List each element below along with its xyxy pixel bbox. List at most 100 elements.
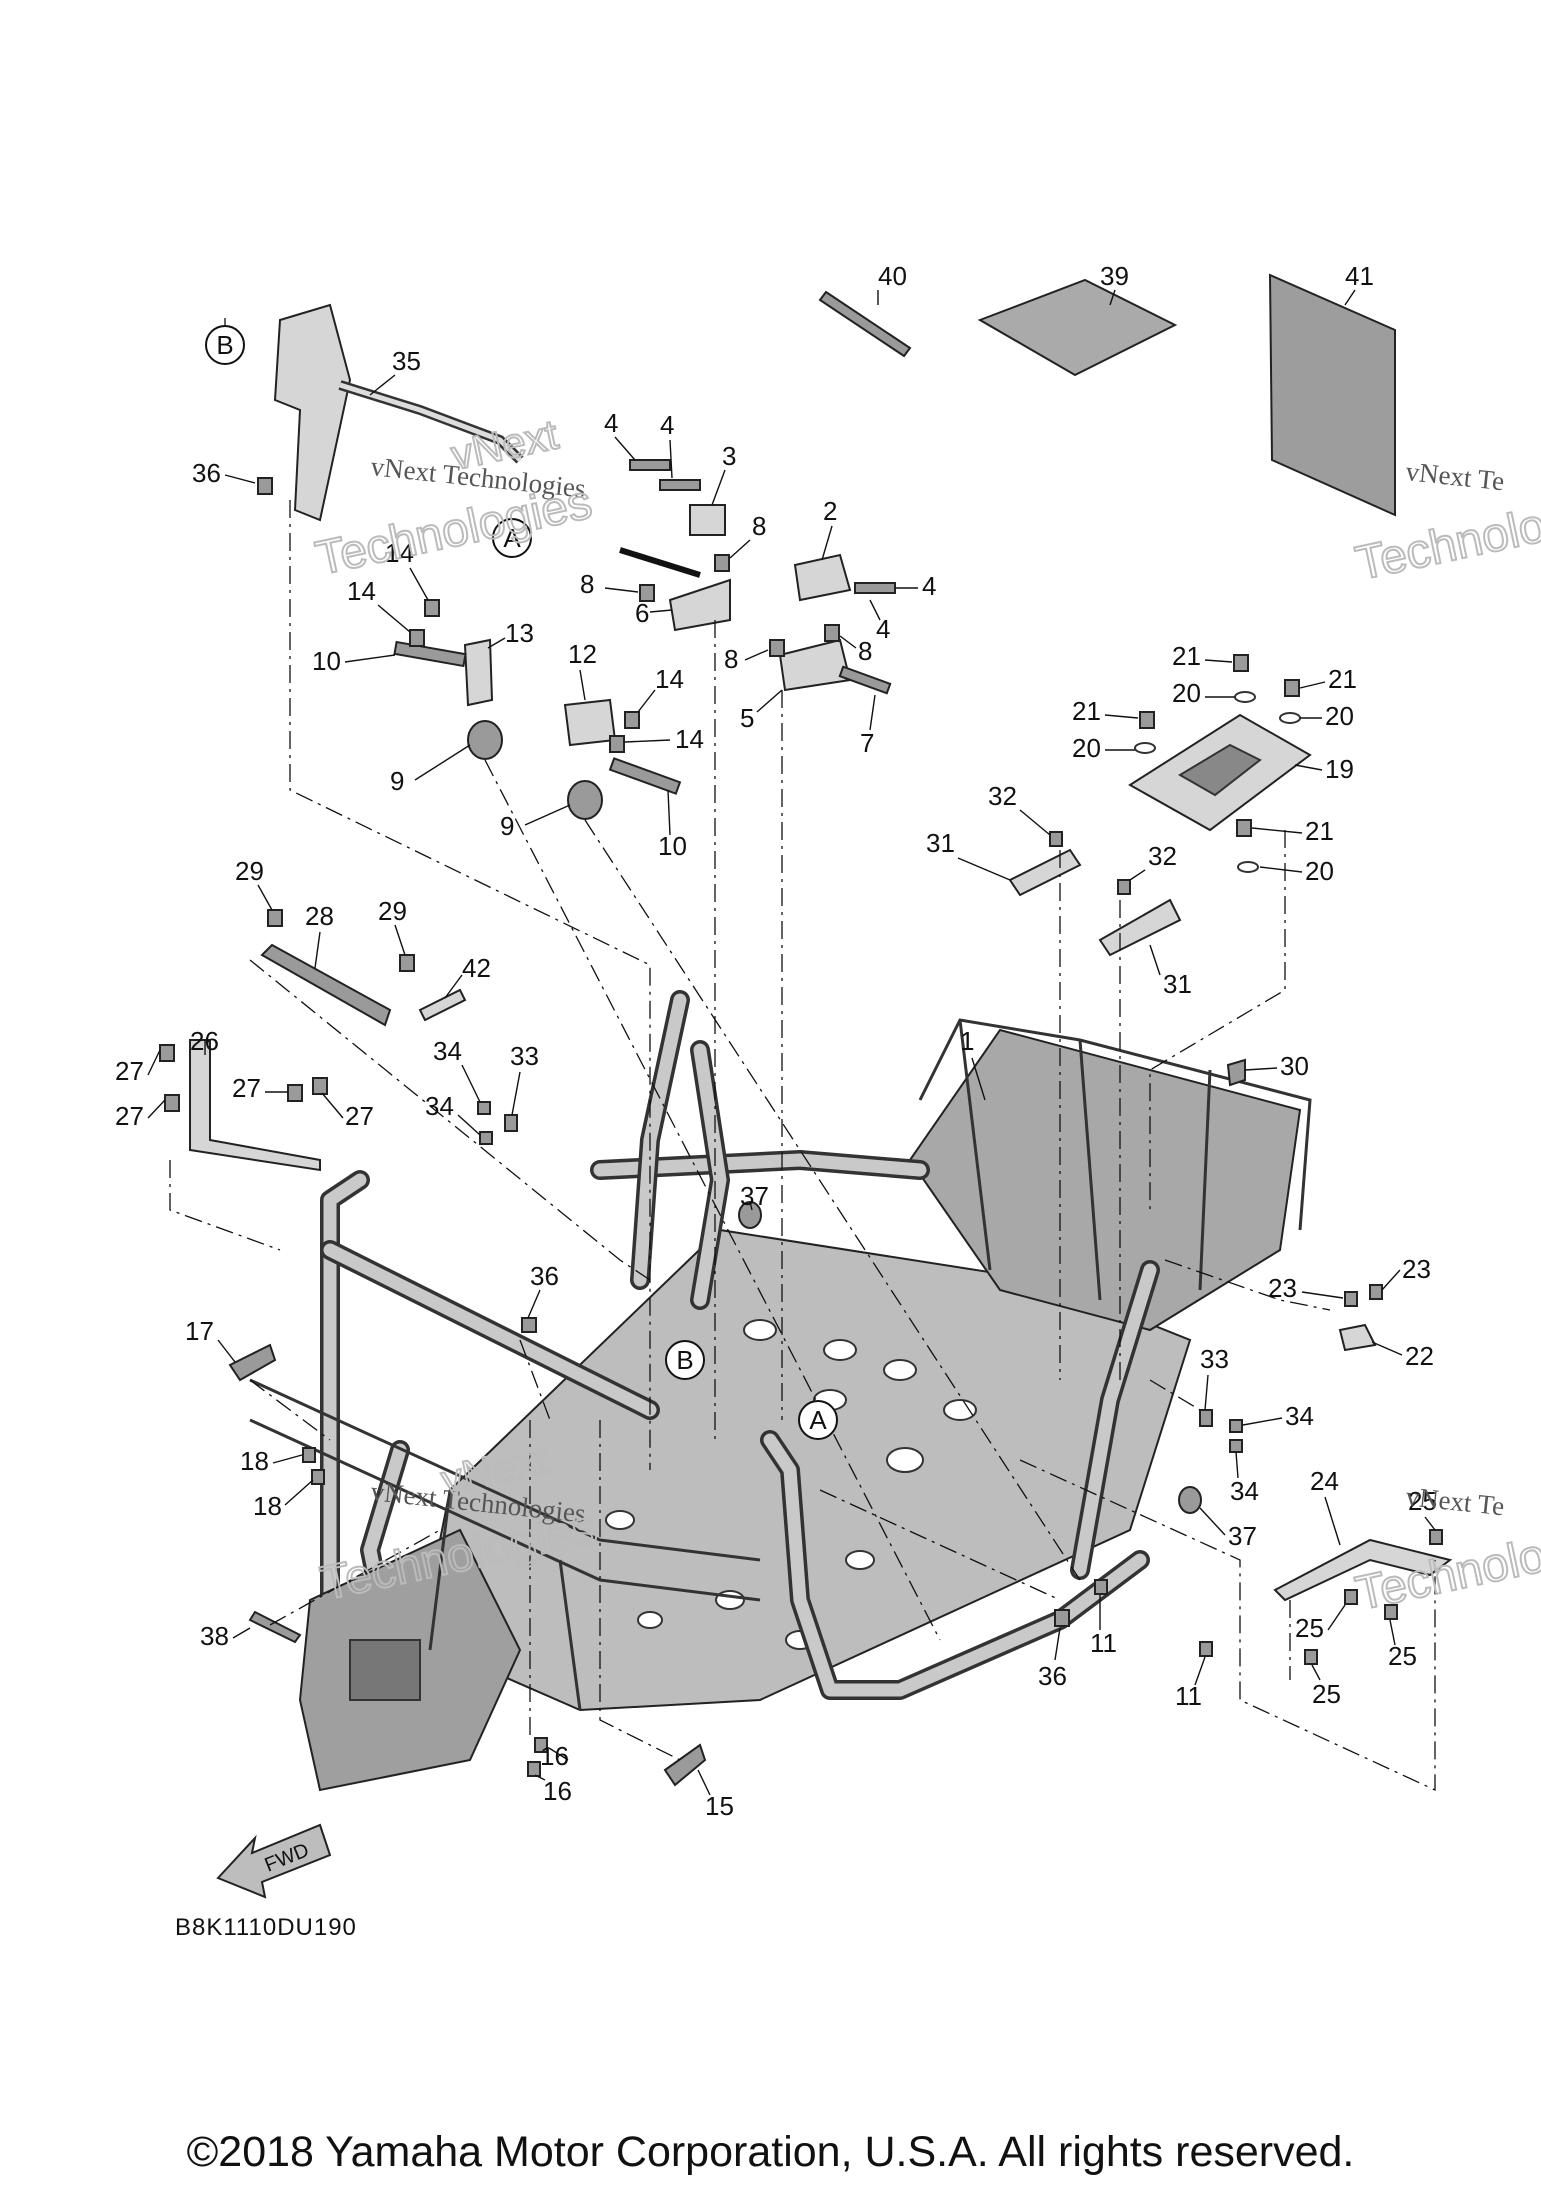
part-6-bracket bbox=[668, 578, 731, 632]
part-14-bolt-d bbox=[609, 735, 625, 753]
part-31-bracket-b bbox=[1098, 898, 1182, 957]
part-26-bracket bbox=[189, 1039, 321, 1172]
part-20-washer-b bbox=[1279, 712, 1301, 724]
callout-34c: 34 bbox=[1285, 1401, 1314, 1431]
callout-21c: 21 bbox=[1072, 696, 1101, 726]
callout-10b: 10 bbox=[658, 831, 687, 861]
part-34-nut-d bbox=[1229, 1439, 1243, 1453]
callout-25d: 25 bbox=[1312, 1679, 1341, 1709]
svg-text:Technologies: Technologies bbox=[311, 476, 596, 586]
part-30-clip bbox=[1226, 1058, 1246, 1087]
svg-text:A: A bbox=[503, 523, 521, 553]
part-33-clip-b bbox=[1199, 1409, 1213, 1427]
callout-8d: 8 bbox=[858, 636, 872, 666]
callout-14c: 14 bbox=[655, 664, 684, 694]
part-9-mount-a bbox=[467, 720, 503, 760]
part-14-bolt-a bbox=[424, 599, 440, 617]
callout-29b: 29 bbox=[378, 896, 407, 926]
part-8-bolt-d bbox=[824, 624, 840, 642]
fwd-arrow-icon: FWD bbox=[216, 1823, 332, 1899]
callout-20d: 20 bbox=[1305, 856, 1334, 886]
callout-10: 10 bbox=[312, 646, 341, 676]
callout-29: 29 bbox=[235, 856, 264, 886]
part-25-bolt-a bbox=[1344, 1589, 1358, 1605]
part-33-clip-a bbox=[504, 1114, 518, 1132]
callout-40: 40 bbox=[878, 261, 907, 291]
ref-marker-A-top: A bbox=[492, 518, 532, 558]
callout-38: 38 bbox=[200, 1621, 229, 1651]
part-7-bolt bbox=[838, 665, 892, 695]
callout-15: 15 bbox=[705, 1791, 734, 1821]
callout-36: 36 bbox=[192, 458, 221, 488]
callout-19: 19 bbox=[1325, 754, 1354, 784]
ref-marker-B-top: B bbox=[205, 325, 245, 365]
part-20-washer-c bbox=[1134, 742, 1156, 754]
part-39-plate bbox=[977, 278, 1178, 377]
part-32-bolt-a bbox=[1049, 831, 1063, 847]
callout-34: 34 bbox=[433, 1036, 462, 1066]
callout-14b: 14 bbox=[347, 576, 376, 606]
part-10-bolt-a bbox=[393, 640, 467, 668]
callout-33b: 33 bbox=[1200, 1344, 1229, 1374]
callout-37: 37 bbox=[740, 1181, 769, 1211]
callout-25: 25 bbox=[1408, 1486, 1437, 1516]
callout-17: 17 bbox=[185, 1316, 214, 1346]
part-40-rod bbox=[818, 290, 912, 358]
part-27-bolt-b bbox=[164, 1094, 180, 1112]
ref-marker-B-frame: B bbox=[665, 1340, 705, 1380]
part-16-bolt-b bbox=[527, 1761, 541, 1777]
part-41-panel bbox=[1268, 273, 1396, 517]
callout-labels: 40 39 41 35 36 4 4 3 8 8 6 2 4 4 8 8 5 7 bbox=[115, 261, 1437, 1821]
callout-4d: 4 bbox=[876, 614, 890, 644]
part-21-bolt-a bbox=[1233, 654, 1249, 672]
callout-31: 31 bbox=[926, 828, 955, 858]
callout-35: 35 bbox=[392, 346, 421, 376]
part-16-bolt-a bbox=[534, 1737, 548, 1753]
callout-41: 41 bbox=[1345, 261, 1374, 291]
callout-24: 24 bbox=[1310, 1466, 1339, 1496]
callout-6: 6 bbox=[635, 598, 649, 628]
part-18-bolt-b bbox=[311, 1469, 325, 1485]
part-22-clip bbox=[1338, 1323, 1377, 1352]
part-36-bolt-low bbox=[1054, 1609, 1070, 1627]
part-29-bolt-a bbox=[267, 909, 283, 927]
svg-text:A: A bbox=[809, 1405, 827, 1435]
part-21-bolt-c bbox=[1139, 711, 1155, 729]
part-14-bolt-b bbox=[409, 629, 425, 647]
callout-21: 21 bbox=[1172, 641, 1201, 671]
callout-21b: 21 bbox=[1328, 664, 1357, 694]
part-3-bracket bbox=[689, 504, 726, 536]
part-18-bolt-a bbox=[302, 1447, 316, 1463]
callout-25c: 25 bbox=[1388, 1641, 1417, 1671]
callout-25b: 25 bbox=[1295, 1613, 1324, 1643]
callout-33: 33 bbox=[510, 1041, 539, 1071]
callout-42: 42 bbox=[462, 953, 491, 983]
part-34-nut-c bbox=[1229, 1419, 1243, 1433]
callout-12: 12 bbox=[568, 639, 597, 669]
part-23-bolt-a bbox=[1344, 1291, 1358, 1307]
callout-34b: 34 bbox=[425, 1091, 454, 1121]
callout-4b: 4 bbox=[660, 410, 674, 440]
part-4-bolt-c bbox=[854, 582, 896, 594]
callout-11: 11 bbox=[1090, 1628, 1117, 1658]
callout-14d: 14 bbox=[675, 724, 704, 754]
part-21-bolt-b bbox=[1284, 679, 1300, 697]
main-frame-part-1 bbox=[249, 990, 1312, 1792]
callout-9: 9 bbox=[390, 766, 404, 796]
part-9-mount-b bbox=[567, 780, 603, 820]
part-27-bolt-d bbox=[312, 1077, 328, 1095]
callout-20b: 20 bbox=[1325, 701, 1354, 731]
callout-27d: 27 bbox=[345, 1101, 374, 1131]
callout-32: 32 bbox=[988, 781, 1017, 811]
callout-36c: 36 bbox=[1038, 1661, 1067, 1691]
part-38-rod bbox=[248, 1610, 302, 1644]
part-20-washer-a bbox=[1234, 691, 1256, 703]
callout-28: 28 bbox=[305, 901, 334, 931]
part-32-bolt-b bbox=[1117, 879, 1131, 895]
callout-20: 20 bbox=[1172, 678, 1201, 708]
part-8-bolt-a bbox=[714, 554, 730, 572]
part-12-mount bbox=[563, 698, 617, 747]
part-42-clip bbox=[418, 988, 467, 1022]
callout-11b: 11 bbox=[1175, 1681, 1202, 1711]
